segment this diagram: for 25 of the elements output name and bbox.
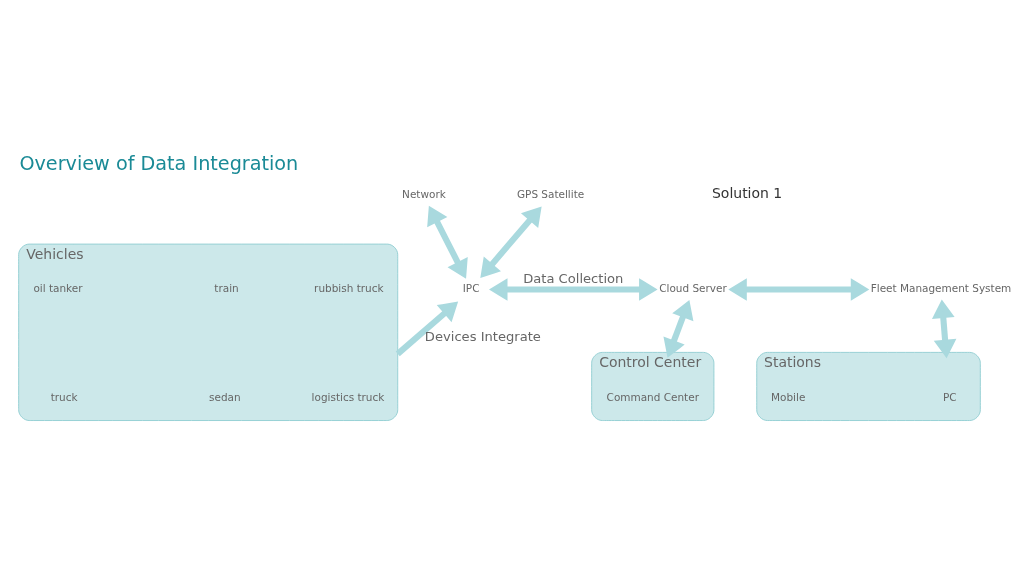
edge-label: Data Collection [523, 270, 624, 286]
node-text: Network [402, 187, 446, 200]
node-text: logistics truck [311, 390, 385, 403]
arrow [728, 278, 870, 301]
arrow [663, 299, 694, 358]
node-text: Command Center [606, 390, 699, 403]
arrow [395, 301, 459, 357]
arrow [932, 299, 957, 359]
node-text: truck [50, 390, 78, 403]
node-text: oil tanker [33, 282, 83, 295]
label: Solution 1 [712, 185, 783, 202]
arrow [489, 278, 658, 301]
node-text: rubbish truck [314, 282, 384, 295]
node-text: Fleet Management System [870, 282, 1012, 295]
arrow [480, 206, 542, 278]
node-text: train [214, 282, 239, 295]
edge-label: Devices Integrate [424, 329, 541, 345]
node-text: IPC [462, 282, 480, 295]
node-text: Cloud Server [659, 282, 727, 295]
diagram-title: Overview of Data Integration [19, 152, 299, 176]
node-text: sedan [209, 390, 241, 403]
node-text: PC [942, 390, 957, 403]
node-text: GPS Satellite [516, 187, 585, 200]
node-text: Mobile [771, 390, 806, 403]
arrow [427, 205, 468, 279]
